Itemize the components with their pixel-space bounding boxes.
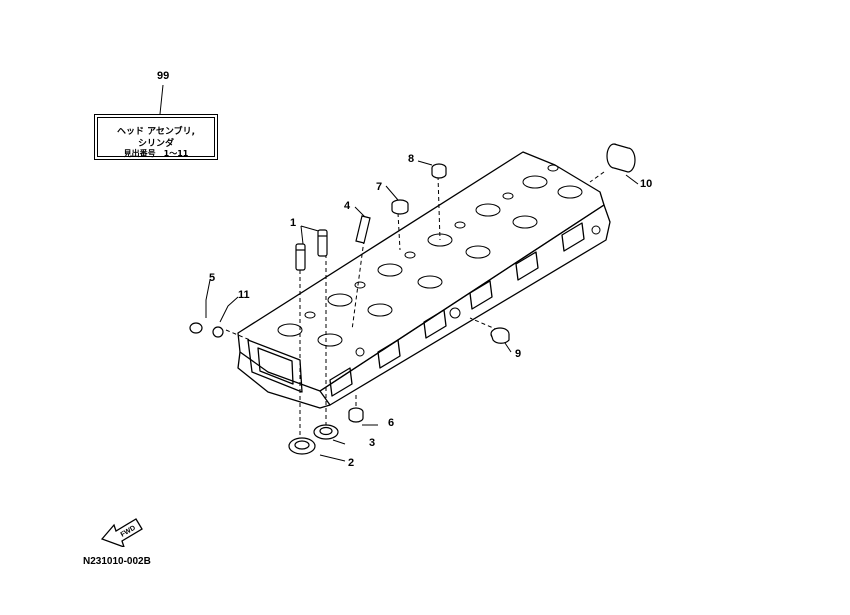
- callout-7: 7: [376, 181, 383, 193]
- callout-1: 1: [290, 217, 297, 229]
- title-box-inner-border: [97, 117, 215, 157]
- cylinder-head-top-face: [237, 151, 605, 392]
- expansion-plug-part: [490, 327, 510, 344]
- callout-11: 11: [238, 289, 250, 301]
- cap-6-part: [348, 407, 364, 423]
- callout-4: 4: [344, 200, 351, 212]
- forward-arrow-icon: FWD: [100, 518, 143, 547]
- side-ports: [329, 222, 585, 397]
- figure-code: N231010-002B: [83, 556, 151, 567]
- valve-seat-insert-2-part: [288, 437, 316, 455]
- cylinder-head-side-face: [319, 204, 611, 406]
- valve-guide-part: [295, 229, 328, 271]
- valve-stem-seal-part: [391, 199, 409, 215]
- callout-9: 9: [515, 348, 522, 360]
- leader-lines: [159, 84, 639, 462]
- callout-8: 8: [408, 153, 415, 165]
- callout-6: 6: [388, 417, 395, 429]
- callout-3: 3: [369, 437, 376, 449]
- valve-seat-insert-3-part: [313, 424, 339, 440]
- valve-stem-seal-8-part: [431, 163, 447, 179]
- valve-pockets: [277, 164, 601, 357]
- title-line-2: シリンダ: [137, 139, 174, 149]
- cylinder-head-front-face: [247, 339, 303, 393]
- title-line-1: ヘッド アセンブリ,: [116, 127, 196, 137]
- callout-5: 5: [209, 272, 216, 284]
- dowel-pin-part: [189, 322, 203, 334]
- callout-10: 10: [640, 178, 653, 190]
- o-ring-part: [212, 326, 224, 338]
- callout-99: 99: [157, 70, 170, 82]
- stud-bolt-part: [355, 215, 371, 244]
- callout-2: 2: [348, 457, 355, 469]
- cap-plug-part: [606, 143, 636, 173]
- title-line-3: 見出番号 1〜11: [123, 149, 189, 158]
- part-title-box: ヘッド アセンブリ, シリンダ 見出番号 1〜11: [94, 114, 218, 160]
